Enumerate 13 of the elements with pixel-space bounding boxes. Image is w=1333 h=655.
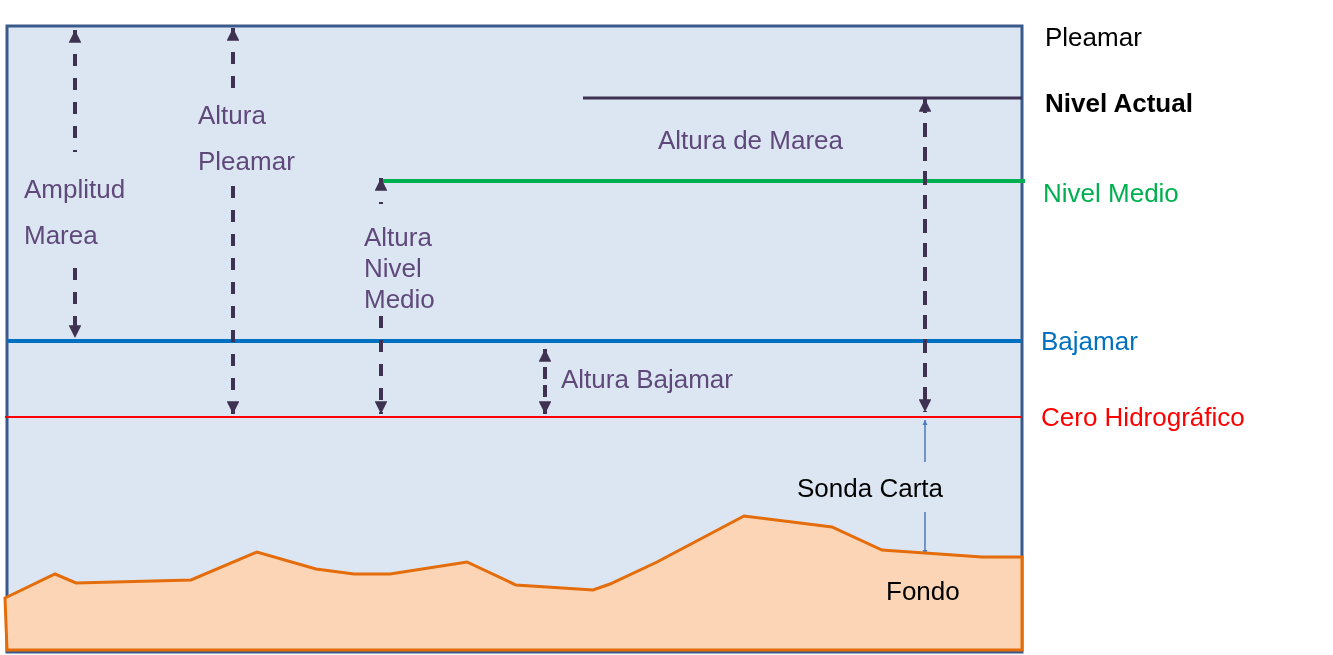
- level-label: Bajamar: [1041, 325, 1138, 358]
- measure-label: Altura Nivel Medio: [364, 222, 436, 315]
- level-label: Nivel Medio: [1043, 177, 1179, 210]
- measure-label: Altura Bajamar: [561, 363, 733, 396]
- measure-label: Amplitud Marea: [24, 173, 127, 252]
- seabed-label: Fondo: [886, 575, 960, 608]
- seabed-shape: [3, 514, 1025, 654]
- measure-label: Altura Pleamar: [198, 99, 296, 178]
- measure-label: Sonda Carta: [797, 472, 943, 505]
- level-label: Nivel Actual: [1045, 87, 1193, 120]
- level-label: Cero Hidrográfico: [1041, 401, 1245, 434]
- measure-label: Altura de Marea: [658, 124, 843, 157]
- level-label: Pleamar: [1045, 21, 1142, 54]
